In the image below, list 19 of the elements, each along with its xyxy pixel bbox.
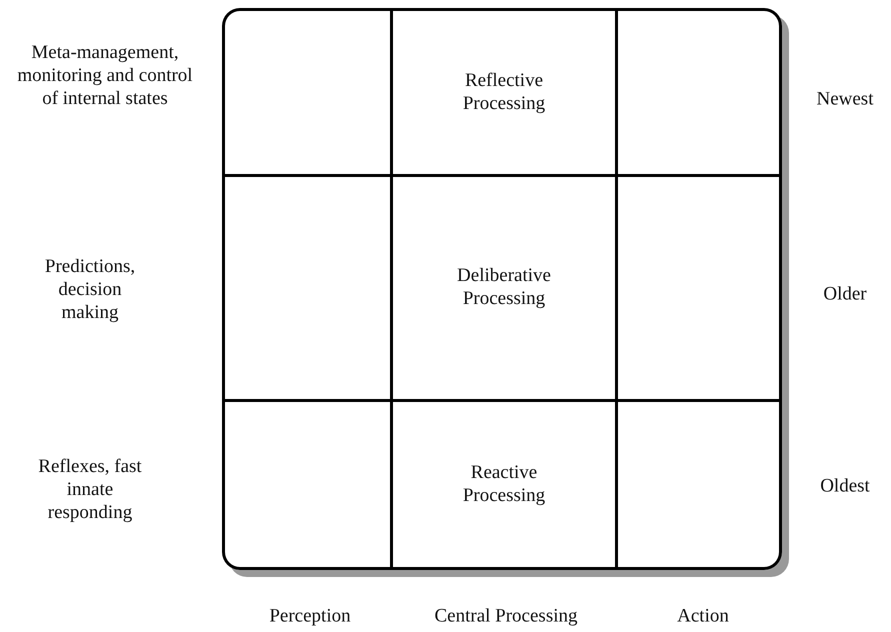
grid-cell (222, 8, 392, 176)
grid-cell (617, 401, 782, 570)
processing-cell: Reflective Processing (392, 8, 617, 176)
processing-cell: Reactive Processing (392, 401, 617, 570)
grid-cell (617, 176, 782, 401)
age-label: Oldest (819, 476, 871, 498)
processing-cell: Deliberative Processing (392, 176, 617, 401)
grid-cell (222, 176, 392, 401)
row-label: Reflexes, fast innate responding (37, 456, 143, 524)
column-label: Action (676, 606, 730, 628)
age-label: Newest (816, 88, 874, 112)
grid-frame (222, 8, 782, 570)
row-label: Predictions, decision making (44, 256, 136, 324)
column-label: Perception (268, 606, 352, 628)
grid-cell (222, 401, 392, 570)
grid-cell (617, 8, 782, 176)
row-label: Meta-management, monitoring and control of internal states (16, 42, 194, 110)
column-label: Central Processing (433, 606, 578, 628)
age-label: Older (822, 284, 868, 306)
